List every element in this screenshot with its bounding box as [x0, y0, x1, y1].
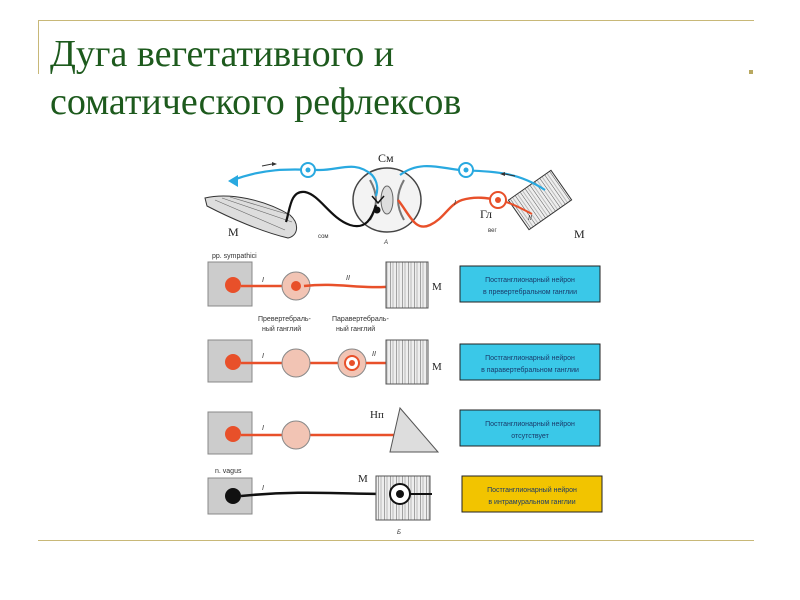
label-a: А: [383, 240, 388, 246]
info-box-4: [461, 475, 603, 513]
afferent-fiber: [232, 165, 379, 197]
info-box-1-line2: в превертебральном ганглии: [483, 288, 577, 296]
effector-muscle: [385, 261, 429, 309]
info-box-4-line2: в интрамуральном ганглии: [488, 499, 575, 506]
label-sm: См: [378, 151, 394, 165]
label-m: М: [432, 361, 442, 373]
info-box-2-line2: в паравертебральном ганглии: [481, 366, 579, 374]
label-i-top: I: [454, 200, 456, 207]
sub-right-line1: Паравертебраль-: [332, 315, 389, 323]
adrenal-medulla: [389, 406, 440, 453]
row-prevertebral: pp. sympathici I II М Постганглионарный …: [207, 253, 601, 309]
row-no-postganglionic: I Нп Постганглионарный нейрон отсутствуе…: [207, 406, 601, 455]
info-box-3-line1: Постганглионарный нейрон: [485, 420, 575, 428]
info-box-1-line1: Постганглионарный нейрон: [485, 276, 575, 284]
somatic-efferent-fiber: [284, 190, 378, 228]
label-ii: II: [372, 351, 376, 358]
sub-left-line2: ный ганглий: [262, 325, 301, 333]
sub-right-line2: ный ганглий: [336, 325, 375, 333]
spinal-cord: [352, 167, 422, 233]
row-intramural: n. vagus I М Б Постганглионарный нейрон …: [207, 468, 603, 536]
label-i: I: [262, 425, 264, 432]
label-m: М: [432, 281, 442, 293]
caption-n-vagus: n. vagus: [215, 468, 242, 475]
top-scheme: См М сом А I Гл вег II М: [204, 151, 585, 246]
label-i: I: [262, 353, 264, 360]
info-box-2: [459, 343, 601, 381]
label-m: М: [358, 473, 368, 485]
info-box-1: [459, 265, 601, 303]
label-i: I: [262, 277, 264, 284]
label-ii-top: II: [528, 215, 532, 222]
skeletal-muscle-left: [204, 195, 297, 239]
label-veg: вег: [488, 228, 497, 234]
label-b: Б: [397, 530, 401, 536]
info-box-3-line2: отсутствует: [511, 433, 549, 440]
frame-top-line: [38, 20, 754, 21]
row-paravertebral: Превертебраль- ный ганглий Паравертебрал…: [207, 315, 601, 385]
info-box-3: [459, 409, 601, 447]
corner-dot: [749, 70, 753, 74]
sub-left-line1: Превертебраль-: [258, 315, 312, 323]
direction-arrow: [261, 163, 273, 167]
title-line-1: Дуга вегетативного и: [50, 33, 395, 75]
info-box-4-line1: Постганглионарный нейрон: [487, 486, 577, 494]
muscle-fibers: [214, 196, 293, 231]
label-ii: II: [346, 275, 350, 282]
label-som: сом: [318, 234, 329, 240]
label-m-right: М: [574, 227, 585, 241]
afferent-arrow-left: [228, 175, 238, 187]
muscle-tile-right: [507, 169, 573, 231]
vegetative-efferent-fiber: [397, 196, 499, 228]
slide-title: Дуга вегетативного и соматического рефле…: [50, 30, 740, 126]
label-i: I: [262, 485, 264, 492]
label-gl: Гл: [480, 207, 492, 221]
title-line-2: соматического рефлексов: [50, 81, 462, 123]
frame-bottom-line: [38, 540, 754, 541]
label-np: Нп: [370, 409, 384, 421]
info-box-2-line1: Постганглионарный нейрон: [485, 354, 575, 362]
frame-left-line: [38, 20, 39, 74]
label-m-left: М: [228, 225, 239, 239]
caption-pp-sympathici: pp. sympathici: [212, 253, 257, 260]
